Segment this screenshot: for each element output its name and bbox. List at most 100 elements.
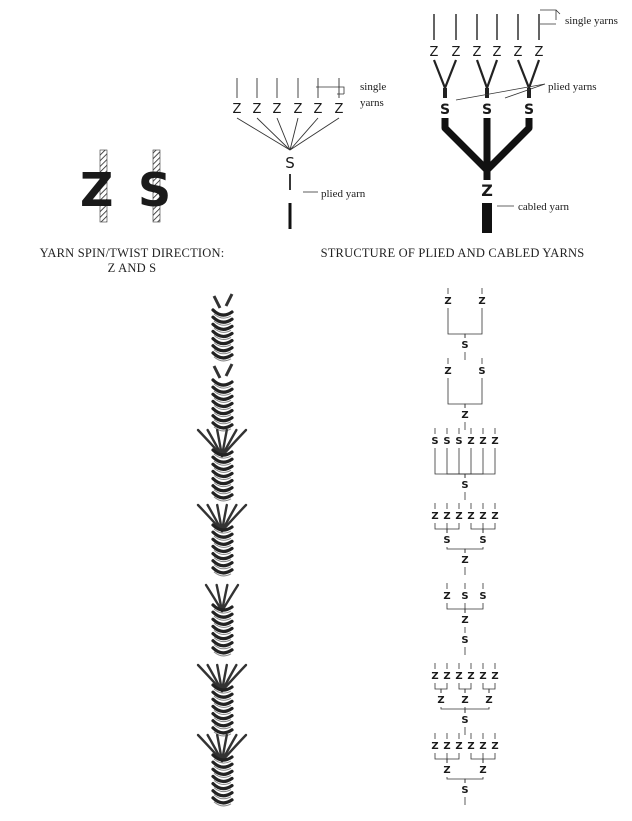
cabled-single-letter: Z: [473, 45, 482, 60]
rope-illustrations: [198, 294, 246, 806]
example-bottom-letter: Z: [461, 555, 468, 566]
rope-illustration-2: [213, 364, 232, 431]
example-top-letter: S: [455, 436, 462, 447]
example-top-letter: Z: [467, 671, 474, 682]
cabled-ply-letter: S: [440, 102, 450, 118]
example-top-letter: S: [443, 436, 450, 447]
cabled-yarn-label: cabled yarn: [518, 201, 569, 213]
rope-illustration-4: [198, 505, 246, 576]
cabled-yarn-stem: [482, 203, 492, 233]
rope-illustration-6: [198, 665, 246, 736]
example-diagram-1: Z Z S: [444, 288, 485, 360]
example-bottom-letter: S: [461, 340, 468, 351]
cabled-single-letter: Z: [452, 45, 461, 60]
example-bottom-letter: S: [461, 785, 468, 796]
example-mid-letter: S: [479, 535, 486, 546]
example-top-letter: Z: [444, 366, 451, 377]
example-top-letter: Z: [431, 671, 438, 682]
twist-caption-line1: YARN SPIN/TWIST DIRECTION:: [12, 246, 252, 261]
example-mid-letter: Z: [443, 765, 450, 776]
plied-cabled-caption: STRUCTURE OF PLIED AND CABLED YARNS: [280, 246, 625, 261]
example-top-letter: Z: [455, 671, 462, 682]
plied-single-letter: Z: [335, 102, 344, 117]
example-top-letter: Z: [491, 741, 498, 752]
example-bottom-letter: S: [461, 635, 468, 646]
example-top-letter: Z: [467, 436, 474, 447]
example-top-letter: Z: [443, 671, 450, 682]
cabled-single-letter: Z: [430, 45, 439, 60]
rope-illustration-3: [198, 430, 246, 501]
example-mid-letter: Z: [485, 695, 492, 706]
plied-single-letter: Z: [314, 102, 323, 117]
example-top-letter: Z: [479, 436, 486, 447]
example-top-letter: Z: [479, 741, 486, 752]
example-bottom-letter: Z: [461, 410, 468, 421]
cabled-ply-letter: S: [482, 102, 492, 118]
cabled-ply-letter: S: [524, 102, 534, 118]
example-mid-letter: Z: [461, 695, 468, 706]
example-top-letter: Z: [443, 591, 450, 602]
example-top-letter: S: [479, 591, 486, 602]
twist-caption-line2: Z AND S: [12, 261, 252, 276]
cabled-single-letter: Z: [493, 45, 502, 60]
example-top-letter: Z: [443, 741, 450, 752]
example-mid-letter: Z: [461, 615, 468, 626]
example-mid-letter: S: [443, 535, 450, 546]
twist-direction-caption: YARN SPIN/TWIST DIRECTION: Z AND S: [12, 246, 252, 276]
rope-illustration-7: [198, 735, 246, 806]
cabled-single-letter: Z: [514, 45, 523, 60]
z-twist-letter: Z: [80, 163, 113, 217]
example-top-letter: S: [461, 591, 468, 602]
cabled-single-yarns-bracket: [540, 10, 560, 24]
example-diagram-2: Z S Z: [444, 358, 485, 430]
twist-direction-panel: Z S: [80, 150, 171, 222]
example-mid-letter: Z: [437, 695, 444, 706]
example-top-letter: Z: [431, 511, 438, 522]
example-top-letter: Z: [444, 296, 451, 307]
example-top-letter: Z: [431, 741, 438, 752]
example-top-letter: Z: [455, 511, 462, 522]
example-top-letter: Z: [479, 671, 486, 682]
cabled-ply-bundle: [445, 118, 529, 180]
plied-single-letter: Z: [294, 102, 303, 117]
example-top-letter: Z: [467, 741, 474, 752]
rope-illustration-1: [213, 294, 232, 361]
cabled-single-letter: Z: [535, 45, 544, 60]
single-yarns-label-line1: single: [360, 81, 386, 93]
example-bottom-letter: S: [461, 715, 468, 726]
cabled-single-yarns-label: single yarns: [565, 15, 618, 27]
plied-yarn-structure: ZZZZZZ S plied yarn single yarns: [233, 78, 387, 229]
rope-illustration-5: [206, 585, 238, 656]
example-top-letter: Z: [443, 511, 450, 522]
plied-single-letter: Z: [273, 102, 282, 117]
example-top-letter: Z: [467, 511, 474, 522]
example-top-letter: Z: [491, 511, 498, 522]
example-top-letter: Z: [478, 296, 485, 307]
cabled-z-letter: Z: [481, 181, 493, 200]
plied-single-letter: Z: [233, 102, 242, 117]
example-top-letter: S: [431, 436, 438, 447]
single-yarns-label-line2: yarns: [360, 97, 384, 109]
example-top-letter: Z: [491, 436, 498, 447]
plied-yarns-bracket: [456, 84, 545, 100]
plied-s-letter: S: [285, 154, 295, 172]
example-bottom-letter: S: [461, 480, 468, 491]
plied-yarns-label: plied yarns: [548, 81, 597, 93]
example-top-letter: Z: [455, 741, 462, 752]
single-yarns-bracket: [316, 87, 344, 94]
plied-yarn-label: plied yarn: [321, 188, 366, 200]
plied-yarn-stem: [289, 203, 292, 229]
example-top-letter: S: [478, 366, 485, 377]
example-top-letter: Z: [479, 511, 486, 522]
example-top-letter: Z: [491, 671, 498, 682]
s-twist-letter: S: [138, 163, 171, 217]
example-mid-letter: Z: [479, 765, 486, 776]
